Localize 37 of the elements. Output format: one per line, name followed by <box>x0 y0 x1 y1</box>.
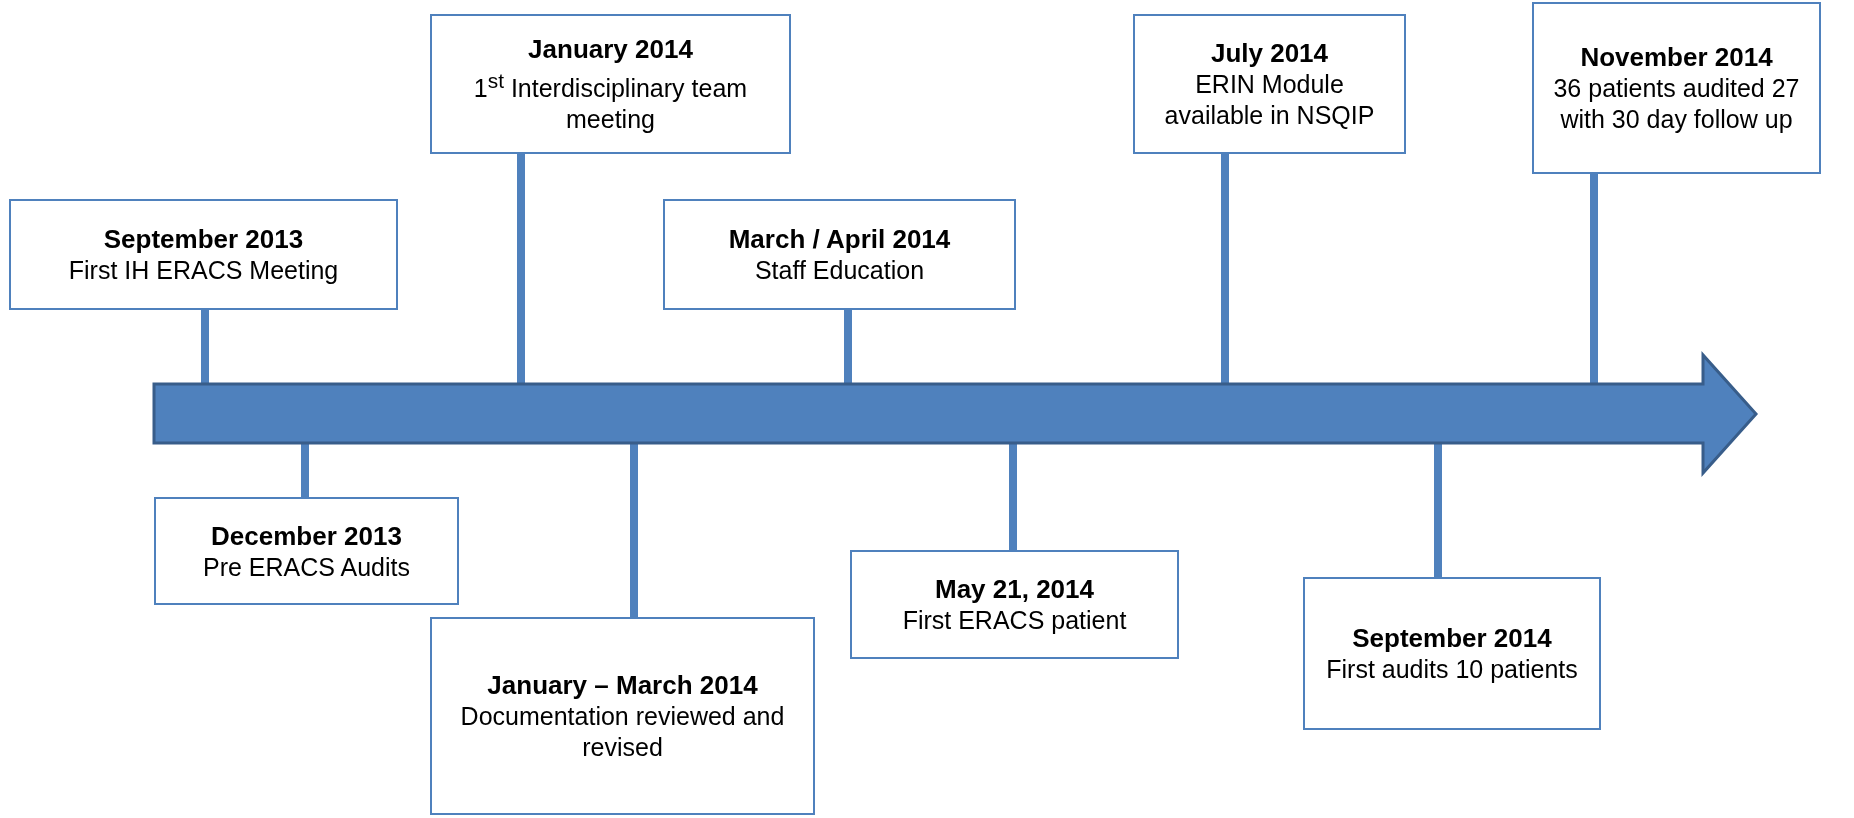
event-box <box>430 14 791 154</box>
event-description: Staff Education <box>754 255 925 286</box>
connector-line <box>301 443 309 497</box>
event-box <box>850 550 1179 659</box>
event-box <box>1532 2 1821 174</box>
date-heading: January 2014 <box>528 32 693 65</box>
event-description: First ERACS patient <box>902 605 1127 636</box>
event-box <box>663 199 1016 310</box>
date-heading: May 21, 2014 <box>935 573 1094 605</box>
event-description: Pre ERACS Audits <box>203 551 410 583</box>
date-heading: March / April 2014 <box>728 223 951 255</box>
event-box <box>154 497 459 605</box>
event-box <box>430 617 815 815</box>
date-heading: September 2014 <box>1352 622 1552 654</box>
connector-line <box>1221 154 1229 384</box>
event-description: 36 patients audited 27 with 30 day follow up <box>1552 73 1801 135</box>
connector-line <box>1009 443 1017 550</box>
connector-line <box>844 310 852 384</box>
connector-line <box>1590 174 1598 384</box>
date-heading: July 2014 <box>1210 37 1329 69</box>
event-description: Documentation reviewed and revised <box>459 701 786 763</box>
event-description: 1$^{st}$ Interdisciplinary team meeting <box>472 67 749 136</box>
event-box <box>1303 577 1601 730</box>
event-box <box>1133 14 1406 154</box>
event-description: First IH ERACS Meeting <box>68 255 339 286</box>
timeline-arrow <box>152 351 1758 477</box>
date-heading: September 2013 <box>103 223 304 255</box>
date-heading: November 2014 <box>1580 41 1773 73</box>
event-box <box>9 199 398 310</box>
event-description: ERIN Module available in NSQIP <box>1163 69 1376 131</box>
date-heading: January – March 2014 <box>487 669 758 701</box>
connector-line <box>630 443 638 617</box>
date-heading: December 2013 <box>211 519 402 552</box>
connector-line <box>201 310 209 384</box>
connector-line <box>517 154 525 384</box>
event-description: First audits 10 patients <box>1326 654 1578 685</box>
connector-line <box>1434 443 1442 577</box>
